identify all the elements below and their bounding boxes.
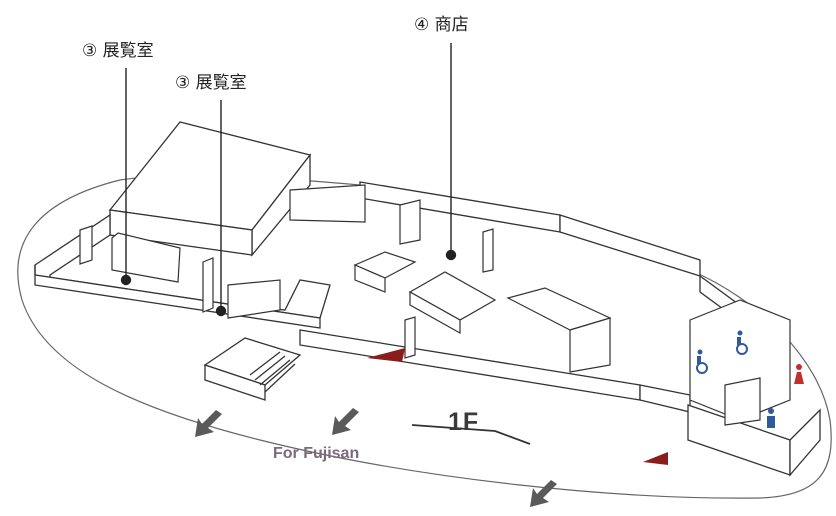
callout-leaders (120, 43, 457, 317)
shop-label: ④ 商店 (414, 15, 469, 35)
exit-arrow-icon (332, 408, 359, 435)
floor-underline (411, 424, 531, 445)
room-left-label: ③ 展覧室 (82, 41, 154, 61)
wheelchair-icon (696, 349, 708, 374)
room-middle-dot (215, 305, 227, 317)
exit-arrow-icon (195, 410, 222, 437)
exit-arrow-icon (530, 480, 557, 507)
exit-arrows (195, 408, 557, 507)
restroom-icons (696, 330, 804, 428)
room-left-dot (120, 274, 132, 286)
room-middle-label: ③ 展覧室 (175, 73, 247, 93)
floor-label: 1F (448, 408, 480, 436)
female-icon (794, 364, 804, 384)
direction-label: For Fujisan (273, 445, 360, 462)
entrance-markers (367, 348, 668, 465)
upper-block (108, 121, 312, 257)
wheelchair-icon (736, 330, 748, 355)
interior-features (79, 184, 791, 426)
entrance-marker-icon (367, 348, 405, 362)
entrance-marker-icon (643, 452, 668, 465)
male-icon (767, 408, 775, 428)
shop-dot (445, 249, 457, 261)
